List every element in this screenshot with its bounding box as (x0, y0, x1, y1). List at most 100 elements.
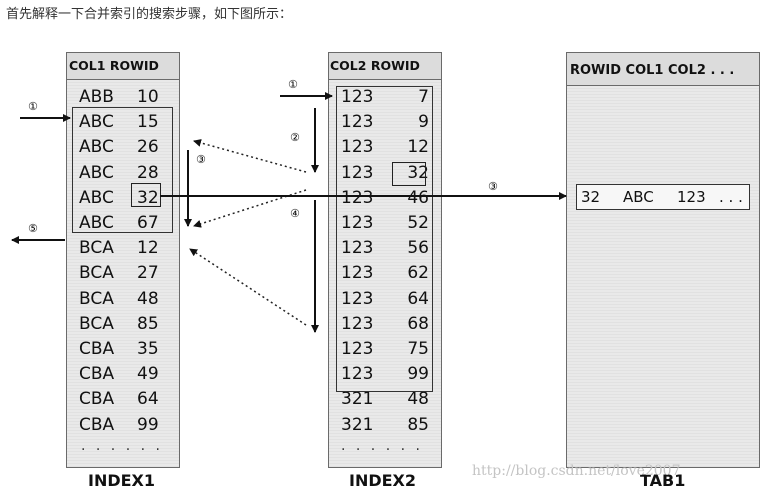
index2-row-col: 123 (341, 339, 374, 359)
index2-row: 123 75 (341, 337, 441, 362)
index1-row-rowid: 85 (137, 313, 159, 334)
index2-row-rowid: 9 (418, 112, 429, 133)
index1-row-rowid: 48 (137, 288, 159, 309)
index1-row-col: BCA (79, 238, 114, 259)
index1-row-rowid: 26 (137, 137, 159, 158)
intro-text: 首先解释一下合并索引的搜索步骤，如下图所示： (6, 7, 293, 22)
index1-row-col: ABC (79, 213, 114, 233)
index2-row-rowid: 99 (407, 364, 429, 385)
index2-row-rowid: 68 (407, 313, 429, 334)
index2-row-col: 123 (341, 87, 374, 107)
result-rowid: 32 (581, 188, 601, 206)
index1-row: CBA 99 (79, 413, 179, 438)
index2-row: 123 52 (341, 211, 441, 236)
index2-row-col: 123 (341, 263, 374, 284)
label-step1-index1: ① (28, 100, 38, 113)
index1-row: CBA 64 (79, 387, 179, 412)
index1-row-rowid: 49 (137, 364, 159, 385)
index1-row-col: ABB (79, 87, 114, 107)
dotted-arrow-to-bca12 (189, 248, 307, 326)
index2-row-rowid: 46 (407, 187, 429, 208)
index2-row-rowid: 32 (407, 162, 429, 183)
index1-row-col: ABC (79, 187, 114, 208)
index2-row: 123 68 (341, 312, 441, 337)
index1-row-rowid: 32 (137, 187, 159, 208)
index2-row-col: 123 (341, 137, 374, 158)
index2-label: INDEX2 (349, 471, 417, 490)
index1-row-col: BCA (79, 263, 114, 284)
index1-header: COL1 ROWID (67, 53, 179, 80)
index1-row: CBA 35 (79, 337, 179, 362)
tab1-header: ROWID COL1 COL2 . . . (567, 53, 759, 86)
index1-row-rowid: 99 (137, 414, 159, 435)
index2-header: COL2 ROWID (329, 53, 441, 80)
result-more: . . . (719, 188, 743, 206)
index2-row-rowid: 56 (407, 238, 429, 259)
index1-row-col: BCA (79, 288, 114, 309)
index1-row-col: CBA (79, 414, 115, 435)
index2-row: 123 99 (341, 362, 441, 387)
index2-row-rowid: 12 (407, 137, 429, 158)
watermark-text: http://blog.csdn.net/love2007 (472, 463, 681, 479)
index2-row-rowid: 64 (407, 288, 429, 309)
index2-row-rowid: 48 (407, 389, 429, 410)
label-step1-index2: ① (288, 78, 298, 91)
tab1-label: TAB1 (640, 471, 686, 490)
index1-row-col: ABC (79, 112, 114, 133)
index2-row: 123 56 (341, 236, 441, 261)
index1-row: ABC 26 (79, 135, 179, 160)
index2-row-col: 123 (341, 364, 374, 385)
index1-row-rowid: 27 (137, 263, 159, 284)
index2-row-col: 123 (341, 313, 374, 334)
dotted-arrow-to-abc15 (193, 139, 307, 173)
index1-ellipsis: . . . . . . (81, 438, 163, 454)
index1-label: INDEX1 (88, 471, 156, 490)
index1-row: ABC 15 (79, 110, 179, 135)
label-step3-tab1: ③ (488, 180, 498, 193)
label-step4: ④ (290, 207, 300, 220)
index1-row-col: CBA (79, 389, 115, 410)
index1-row: BCA 27 (79, 261, 179, 286)
index1-row-rowid: 64 (137, 389, 159, 410)
index1-row: ABB 10 (79, 85, 179, 110)
index2-ellipsis: . . . . . . (341, 438, 423, 454)
index2-row-rowid: 85 (407, 414, 429, 435)
index2-row: 321 48 (341, 387, 441, 412)
index2-row-rowid: 52 (407, 213, 429, 233)
label-step3-index1: ③ (196, 153, 206, 166)
index2-row-col: 123 (341, 238, 374, 259)
index2-row-col: 321 (341, 389, 374, 410)
index2-row-rowid: 75 (407, 339, 429, 359)
index2-row-col: 321 (341, 414, 374, 435)
index1-row-rowid: 12 (137, 238, 159, 259)
index1-row: ABC 32 (79, 186, 179, 211)
index2-row: 321 85 (341, 413, 441, 438)
result-col1: ABC (623, 188, 654, 206)
index1-row: BCA 12 (79, 236, 179, 261)
index2-row: 123 12 (341, 135, 441, 160)
index1-row-col: ABC (79, 162, 114, 183)
index2-row-rowid: 62 (407, 263, 429, 284)
index2-row-col: 123 (341, 213, 374, 233)
index1-row: BCA 48 (79, 287, 179, 312)
index1-row-rowid: 28 (137, 162, 159, 183)
result-col2: 123 (677, 188, 706, 206)
index1-row-rowid: 15 (137, 112, 159, 133)
tab1-panel: ROWID COL1 COL2 . . . (566, 52, 760, 468)
index1-row-rowid: 35 (137, 339, 159, 359)
index2-rowid-32-box (392, 162, 426, 186)
label-step2: ② (290, 131, 300, 144)
index1-row-col: CBA (79, 339, 115, 359)
index1-row-col: ABC (79, 137, 114, 158)
index1-row-rowid: 10 (137, 87, 159, 107)
